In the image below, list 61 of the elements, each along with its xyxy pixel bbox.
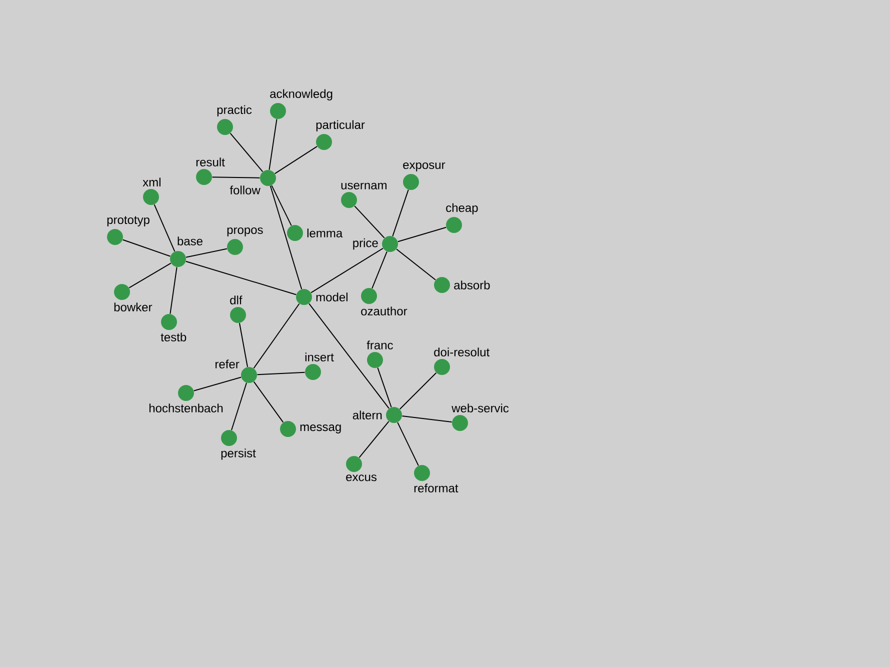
node-label: excus	[346, 474, 376, 482]
edge-line	[310, 248, 384, 294]
node-label: testb	[160, 332, 186, 342]
edge-line	[185, 260, 297, 296]
edge-line	[253, 381, 284, 423]
edge-line	[122, 239, 171, 257]
edge-line	[397, 422, 419, 466]
edge-line	[274, 146, 318, 174]
node-label: bowker	[114, 302, 152, 312]
edge-line	[231, 382, 247, 431]
node-label: exposur	[403, 162, 446, 172]
node-label: web-servic	[452, 404, 509, 412]
node-label: model	[316, 292, 348, 302]
node-label: price	[353, 238, 378, 250]
edge-line	[308, 303, 390, 409]
node-label: reformat	[414, 484, 458, 492]
edge-line	[186, 248, 228, 258]
edge-line	[399, 372, 437, 410]
node-label: particular	[316, 120, 365, 132]
edge-line	[154, 204, 176, 252]
edge-line	[170, 266, 178, 314]
edge-line	[268, 118, 278, 170]
node-label: acknowledg	[270, 89, 332, 100]
node-label: dlf	[230, 296, 242, 304]
edge-line	[397, 226, 447, 242]
node-label: usernam	[341, 182, 386, 190]
edge-line	[253, 303, 300, 369]
edge-line	[271, 184, 292, 226]
node-label: absorb	[454, 280, 490, 290]
edge-line	[396, 248, 436, 280]
node-label: follow	[230, 186, 260, 194]
node-label: result	[196, 158, 225, 166]
node-label: altern	[352, 410, 382, 420]
edge-line	[270, 185, 302, 290]
edge-line	[256, 372, 306, 376]
node-label: prototyp	[107, 216, 150, 226]
edge-line	[372, 251, 388, 289]
edge-line	[402, 416, 452, 422]
edge-line	[239, 322, 248, 368]
node-label: base	[178, 236, 202, 246]
edge-line	[128, 262, 172, 288]
node-label: doi-resolut	[434, 348, 490, 356]
node-label: franc	[366, 340, 393, 350]
node-label: hochstenbach	[149, 404, 223, 412]
node-label: ozauthor	[361, 306, 408, 316]
edge-line	[230, 132, 264, 172]
edge-line	[392, 189, 409, 237]
edge-line	[354, 206, 385, 238]
node-label: persist	[221, 448, 256, 460]
node-label: practic	[217, 105, 252, 116]
node-label: insert	[305, 352, 334, 362]
node-label: xml	[142, 178, 160, 186]
node-label: cheap	[446, 203, 478, 214]
node-label: messag	[300, 424, 341, 434]
edge-line	[193, 376, 242, 392]
edge-line	[358, 420, 390, 458]
node-label: lemma	[307, 228, 343, 238]
edge-line	[377, 367, 392, 408]
node-label: refer	[216, 360, 240, 368]
edge-line	[212, 176, 260, 178]
node-label: propos	[227, 227, 263, 236]
